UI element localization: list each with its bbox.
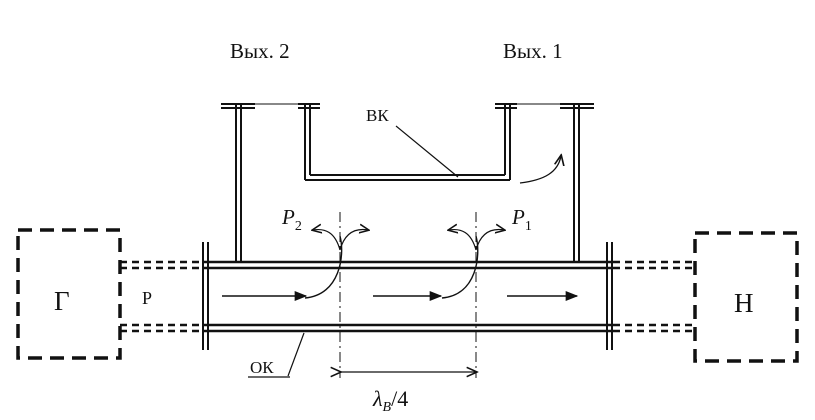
hole-axes <box>339 212 477 378</box>
coupled-arrow-p1-right <box>475 230 504 251</box>
load-feed-lines <box>613 260 695 333</box>
p1-subscript: 1 <box>525 219 532 234</box>
vk-leader <box>395 125 459 178</box>
p2-label: P2 <box>281 205 302 234</box>
coupled-arrow-p2-right <box>339 230 368 251</box>
generator-label: Г <box>54 286 70 316</box>
generator-feed-lines <box>120 260 202 333</box>
main-waveguide <box>202 242 613 350</box>
generator-box <box>16 228 122 360</box>
coupling-curve-hole1 <box>304 235 343 299</box>
p2-subscript: 2 <box>295 219 302 234</box>
secondary-waveguide-outer <box>221 103 594 262</box>
lambda-quarter: /4 <box>391 386 408 411</box>
p1-label: P1 <box>511 205 532 234</box>
lambda-label: λB/4 <box>372 386 408 415</box>
load-box <box>693 231 799 363</box>
coupled-arrow-p1-left <box>449 230 477 251</box>
output1-arrow <box>519 156 561 184</box>
vk-label: ВК <box>366 106 389 125</box>
load-label: Н <box>734 288 754 318</box>
coupling-curve-hole2 <box>441 235 479 299</box>
coupled-arrow-p2-left <box>313 230 341 251</box>
lambda-subscript: B <box>383 400 392 415</box>
output1-label: Вых. 1 <box>503 39 563 63</box>
input-power-label: Р <box>142 288 152 308</box>
ok-leader <box>287 332 305 377</box>
secondary-waveguide-inner <box>298 103 517 181</box>
output2-label: Вых. 2 <box>230 39 290 63</box>
ok-label: ОК <box>250 358 274 377</box>
